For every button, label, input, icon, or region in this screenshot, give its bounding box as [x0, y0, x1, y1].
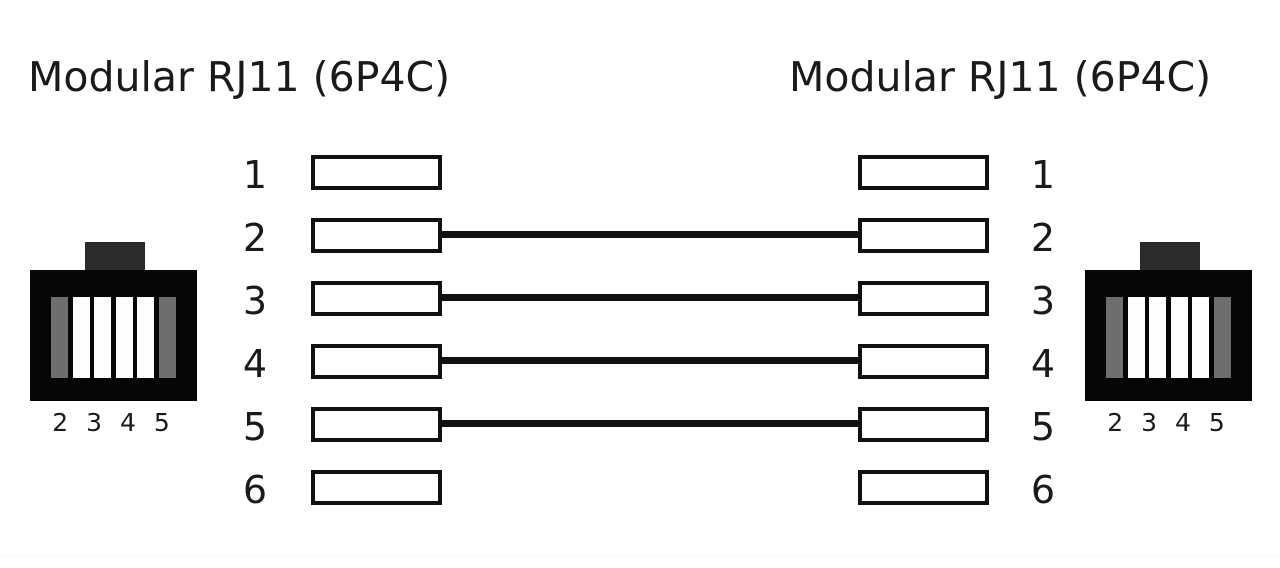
right-pin-number-3: 3	[1030, 279, 1056, 323]
right-pin-box-4	[858, 344, 989, 379]
connector-pin-slots	[51, 297, 176, 378]
connector-pin-slot-5	[1192, 297, 1210, 378]
right-pin-number-5: 5	[1030, 405, 1056, 449]
connector-right-pin-label: 2 3 4 5	[1107, 408, 1230, 437]
wire-pin-4-to-pin-4	[441, 357, 860, 364]
connector-pin-slot-3	[94, 297, 112, 378]
connector-pin-slot-2	[1127, 297, 1145, 378]
left-pin-number-6: 6	[242, 468, 268, 512]
right-connector-title: Modular RJ11 (6P4C)	[789, 53, 1212, 101]
left-pin-box-2	[311, 218, 442, 253]
right-pin-box-1	[858, 155, 989, 190]
wire-pin-3-to-pin-3	[441, 294, 860, 301]
left-pin-number-3: 3	[242, 279, 268, 323]
left-pin-number-1: 1	[242, 153, 268, 197]
wire-pin-2-to-pin-2	[441, 231, 860, 238]
left-pin-box-4	[311, 344, 442, 379]
connector-pin-slot-3	[1149, 297, 1167, 378]
right-pin-number-4: 4	[1030, 342, 1056, 386]
connector-pin-slot-4	[115, 297, 133, 378]
connector-left-pin-label: 2 3 4 5	[52, 408, 175, 437]
right-pin-box-2	[858, 218, 989, 253]
connector-pin-slot-1	[1106, 297, 1123, 378]
right-pin-box-5	[858, 407, 989, 442]
left-pin-box-1	[311, 155, 442, 190]
connector-pin-slot-6	[158, 297, 176, 378]
right-pin-number-6: 6	[1030, 468, 1056, 512]
left-pin-box-3	[311, 281, 442, 316]
connector-pin-slot-5	[137, 297, 155, 378]
left-pin-box-5	[311, 407, 442, 442]
connector-latch-tab-icon	[1140, 242, 1200, 272]
left-connector-title: Modular RJ11 (6P4C)	[28, 53, 451, 101]
connector-pin-slots	[1106, 297, 1231, 378]
connector-latch-tab-icon	[85, 242, 145, 272]
connector-pin-slot-2	[72, 297, 90, 378]
right-pin-number-1: 1	[1030, 153, 1056, 197]
left-pin-box-6	[311, 470, 442, 505]
right-pin-box-3	[858, 281, 989, 316]
left-pin-number-4: 4	[242, 342, 268, 386]
connector-pin-slot-1	[51, 297, 68, 378]
left-pin-number-5: 5	[242, 405, 268, 449]
connector-pin-slot-6	[1213, 297, 1231, 378]
wire-pin-5-to-pin-5	[441, 420, 860, 427]
bottom-divider	[0, 556, 1280, 557]
right-pin-number-2: 2	[1030, 216, 1056, 260]
right-pin-box-6	[858, 470, 989, 505]
connector-pin-slot-4	[1170, 297, 1188, 378]
left-pin-number-2: 2	[242, 216, 268, 260]
